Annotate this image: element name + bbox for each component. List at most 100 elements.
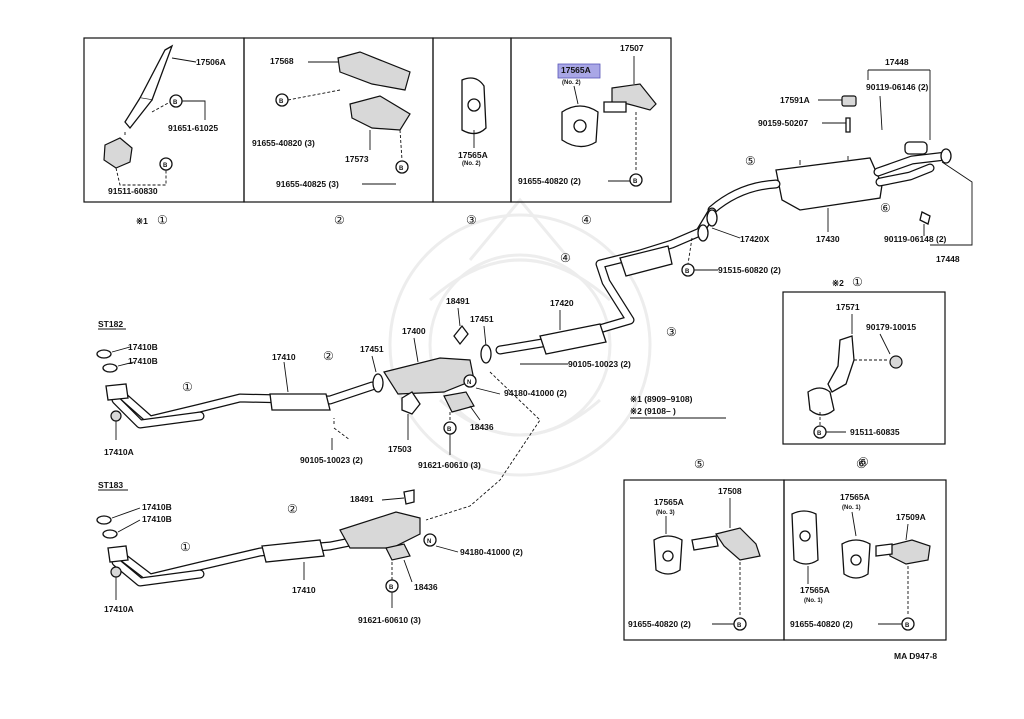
part-label: 90159-50207 [758, 118, 808, 128]
part-label: 17509A [896, 512, 926, 522]
part-label: 17573 [345, 154, 369, 164]
part-label: 17508 [718, 486, 742, 496]
part-label: 17451 [360, 344, 384, 354]
ref-b-letter: B [905, 623, 910, 629]
part-sub-label: (No. 1) [842, 505, 861, 511]
legend-line: ※1 (8909–9108) [630, 394, 693, 404]
ref-b-marker [395, 160, 409, 174]
part-label: 17565A [561, 65, 591, 75]
callout-number: ④ [560, 251, 571, 265]
part-label: 17448 [885, 57, 909, 67]
part-label: 90119-06146 (2) [866, 82, 929, 92]
legend-line: ※2 (9108– ) [630, 406, 676, 416]
part-label: 17503 [388, 444, 412, 454]
caption-number: ⑥ [856, 457, 867, 471]
box-7-hanger-bracket: ⑤ 17565A (No. 3) 17508 B 91655-40820 (2) [623, 457, 785, 641]
part-label: 94180-41000 (2) [504, 388, 567, 398]
part-label: 17565A [800, 585, 830, 595]
variant-label: ST182 [98, 319, 123, 329]
caption-number: ① [157, 213, 168, 227]
caption-number: ③ [466, 213, 477, 227]
part-label: 17506A [196, 57, 226, 67]
highlighted-part-label [557, 63, 601, 79]
caption-mark: ※1 [136, 216, 148, 226]
variant-label: ST183 [98, 480, 123, 490]
part-label: 91655-40820 (2) [628, 619, 691, 629]
part-label: 17420 [550, 298, 574, 308]
part-label: 18436 [414, 582, 438, 592]
callout-number: ② [323, 349, 334, 363]
part-label: 91655-40820 (2) [790, 619, 853, 629]
callout-number: ⑥ [880, 201, 891, 215]
callout-number: ③ [666, 325, 677, 339]
part-label: 90119-06148 (2) [884, 234, 947, 244]
caption-number: ④ [581, 213, 592, 227]
part-label: 91655-40820 (3) [252, 138, 315, 148]
part-label: 17448 [936, 254, 960, 264]
part-sub-label: (No. 2) [462, 161, 481, 167]
ref-b-letter: B [173, 100, 178, 106]
callout-number: ⑤ [745, 154, 756, 168]
gasket-ring [96, 515, 112, 525]
ref-b-marker [629, 173, 643, 187]
part-label: 90179-10015 [866, 322, 916, 332]
ref-n-letter: N [467, 380, 471, 386]
ref-n-marker [463, 374, 477, 388]
box-1-bracket: 17506A B 91651-61025 B 91511-60830 ※1 ① [83, 37, 245, 227]
st182-front-assembly: ST182 17410B 17410B 17410A ① 17410 ② 901… [96, 296, 567, 521]
caption-number: ② [334, 213, 345, 227]
part-label: 17565A [654, 497, 684, 507]
model-year-legend: ※1 (8909–9108) ※2 (9108– ) [630, 394, 726, 419]
part-label: 17565A [458, 150, 488, 160]
part-label: 91515-60820 (2) [718, 265, 781, 275]
center-exhaust-pipe: 17420X B 91515-60820 (2) ④ 17420 ③ 90105… [495, 207, 781, 369]
ref-b-letter: B [389, 585, 394, 591]
ref-b-letter: B [633, 179, 638, 185]
part-label: 91511-60835 [850, 427, 900, 437]
caption-number: ① [852, 275, 863, 289]
watermark-emblem [388, 197, 652, 477]
part-label: 17400 [402, 326, 426, 336]
part-label: 17410B [142, 514, 172, 524]
callout-number: ① [180, 540, 191, 554]
part-label: 17571 [836, 302, 860, 312]
part-label: 90105-10023 (2) [568, 359, 631, 369]
part-label: 17410 [272, 352, 296, 362]
part-label: 91651-61025 [168, 123, 218, 133]
part-sub-label: (No. 1) [804, 598, 823, 604]
box-6-bracket: ※2 ① 17571 90179-10015 B 91511-60835 ⑥ [782, 275, 946, 469]
part-sub-label: (No. 3) [656, 510, 675, 516]
ref-b-marker [159, 157, 173, 171]
ref-n-marker [423, 533, 437, 547]
part-label: 18491 [350, 494, 374, 504]
ref-b-letter: B [447, 427, 452, 433]
gasket-ring [96, 349, 112, 359]
callout-number: ② [287, 502, 298, 516]
ref-b-letter: B [737, 623, 742, 629]
part-label: 17410B [128, 342, 158, 352]
ref-b-letter: B [279, 99, 284, 105]
box-3-hanger: 17565A (No. 2) ③ [432, 37, 512, 227]
part-label: 17410A [104, 604, 134, 614]
part-label: 91655-40820 (2) [518, 176, 581, 186]
part-label: 17410B [128, 356, 158, 366]
rear-muffler-assembly: 17448 17591A 90119-06146 (2) 90159-50207… [707, 57, 973, 264]
st183-front-assembly: ST183 17410B 17410B 17410A ① ② 17410 184… [96, 480, 523, 625]
box-8-hanger-bracket: ⑥ 17565A (No. 1) 17565A (No. 1) 17509A B… [783, 457, 947, 641]
part-label: 17451 [470, 314, 494, 324]
drawing-code: MA D947-8 [894, 651, 937, 661]
part-label: 17565A [840, 492, 870, 502]
gasket-ring [102, 363, 118, 373]
ref-b-letter: B [399, 166, 404, 172]
ref-b-letter: B [685, 269, 690, 275]
part-label: 17410B [142, 502, 172, 512]
ref-b-letter: B [163, 163, 168, 169]
part-label: 91511-60830 [108, 186, 158, 196]
part-label: 91621-60610 (3) [358, 615, 421, 625]
part-label: 18436 [470, 422, 494, 432]
caption-number: ⑥ [858, 455, 869, 469]
part-label: 17430 [816, 234, 840, 244]
part-sub-label: (No. 2) [562, 80, 581, 86]
box-4-hanger-bracket: 17565A (No. 2) 17507 B 91655-40820 (2) ④ [510, 37, 672, 227]
